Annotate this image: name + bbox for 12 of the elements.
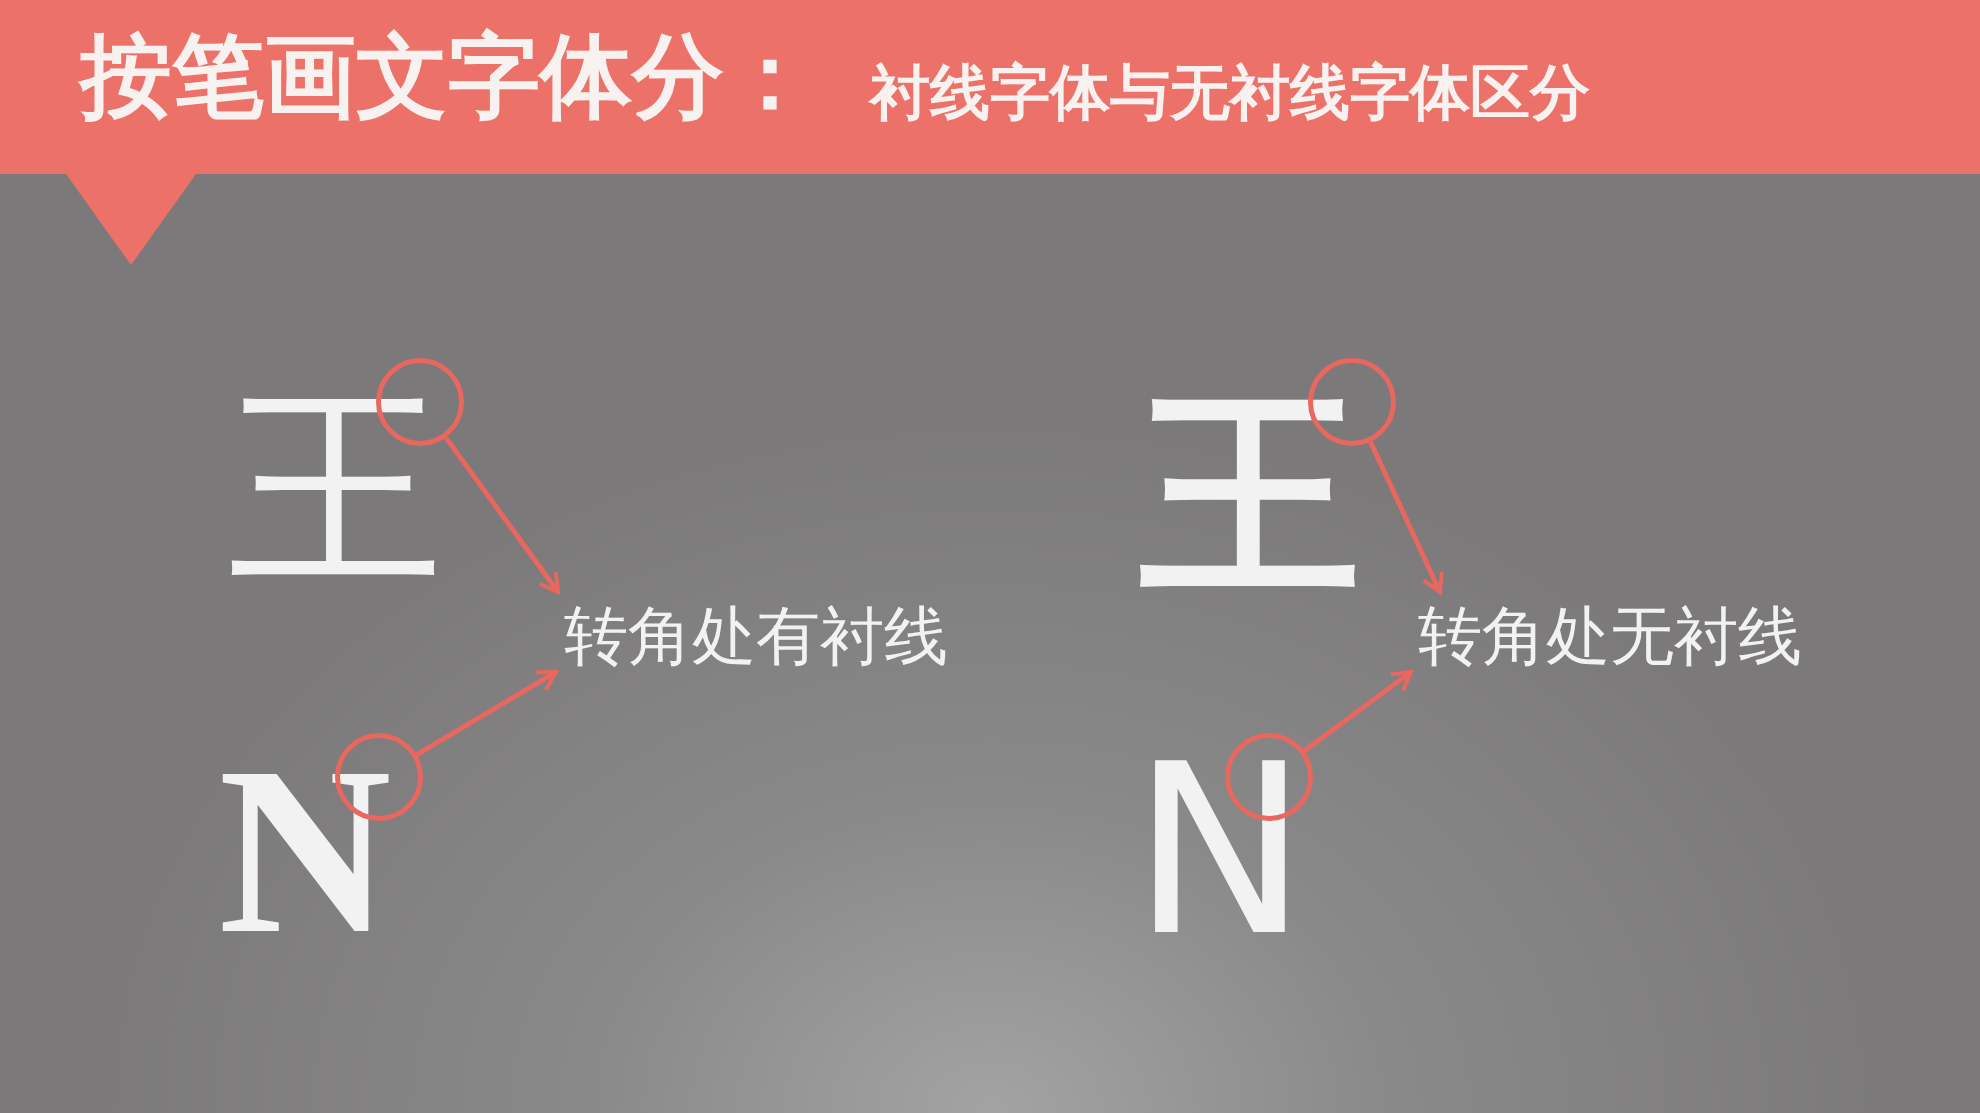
arrow	[1302, 670, 1413, 753]
sample-glyph: N	[205, 740, 405, 960]
sample-glyph: 王	[1130, 375, 1370, 615]
subtitle: 衬线字体与无衬线字体区分	[870, 56, 1590, 128]
arrow	[1368, 440, 1444, 594]
annotation-text: 转角处有衬线	[555, 590, 985, 680]
sample-glyph: N	[1135, 740, 1305, 960]
annotation-text: 转角处无衬线	[1410, 590, 1840, 680]
sample-glyph: 王	[215, 370, 455, 610]
arrow	[443, 436, 561, 594]
arrow	[415, 669, 558, 757]
title: 按笔画文字体分：	[80, 22, 816, 132]
